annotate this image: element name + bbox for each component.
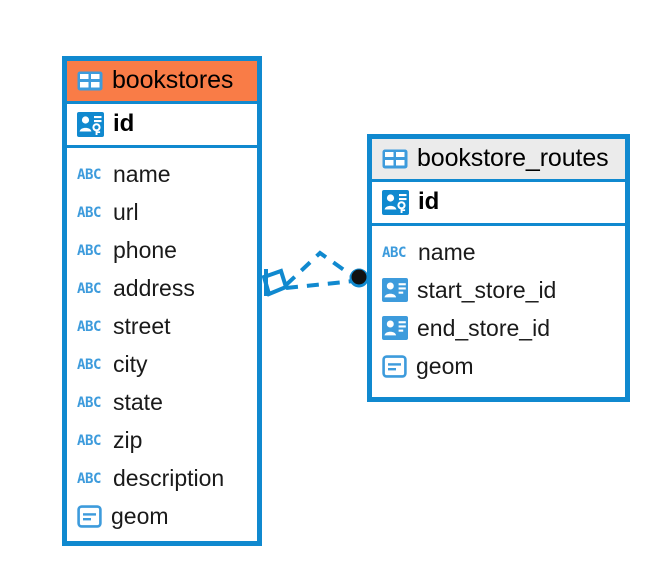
text-type-icon: ABC (77, 433, 101, 448)
svg-text:ABC: ABC (77, 319, 101, 334)
svg-text:ABC: ABC (77, 243, 101, 258)
attribute-label: name (113, 160, 171, 187)
text-type-icon: ABC (77, 167, 101, 182)
foreign-key-icon (382, 316, 408, 340)
attribute-row[interactable]: ABC street (77, 307, 247, 345)
geometry-type-icon (382, 354, 407, 378)
entity-title: bookstore_routes (417, 144, 609, 172)
entity-title: bookstores (112, 66, 234, 94)
svg-text:ABC: ABC (77, 395, 101, 410)
svg-text:ABC: ABC (77, 167, 101, 182)
attribute-label: geom (111, 502, 169, 529)
relationship-line-lower (285, 279, 355, 290)
text-type-icon: ABC (382, 245, 406, 260)
attribute-label: start_store_id (417, 276, 557, 303)
attribute-row[interactable]: ABC address (77, 269, 247, 307)
entity-bookstore-routes[interactable]: bookstore_routes id ABC name start_store_i… (367, 134, 630, 402)
filled-circle-marker (349, 268, 369, 288)
svg-text:ABC: ABC (77, 433, 101, 448)
attribute-label: city (113, 350, 148, 377)
primary-key-icon (382, 189, 409, 215)
text-type-icon: ABC (77, 243, 101, 258)
attribute-row[interactable]: ABC description (77, 459, 247, 497)
attribute-row[interactable]: end_store_id (382, 309, 615, 347)
svg-text:ABC: ABC (77, 471, 101, 486)
table-icon (382, 149, 408, 168)
svg-text:ABC: ABC (382, 245, 406, 260)
primary-key-row[interactable]: id (372, 182, 625, 226)
attribute-row[interactable]: ABC state (77, 383, 247, 421)
text-type-icon: ABC (77, 319, 101, 334)
attribute-label: url (113, 198, 139, 225)
primary-key-row[interactable]: id (67, 104, 257, 148)
attribute-row[interactable]: ABC phone (77, 231, 247, 269)
svg-text:ABC: ABC (77, 357, 101, 372)
attribute-row[interactable]: ABC zip (77, 421, 247, 459)
text-type-icon: ABC (77, 205, 101, 220)
attribute-row[interactable]: ABC city (77, 345, 247, 383)
crows-foot-diamond-marker (261, 268, 289, 297)
attribute-label: phone (113, 236, 177, 263)
primary-key-icon (77, 111, 104, 137)
table-icon (77, 71, 103, 90)
svg-text:ABC: ABC (77, 205, 101, 220)
entity-header-bookstores[interactable]: bookstores (67, 61, 257, 104)
attribute-label: description (113, 464, 225, 491)
primary-key-label: id (113, 110, 135, 137)
attribute-row[interactable]: ABC name (77, 155, 247, 193)
attribute-row[interactable]: ABC name (382, 233, 615, 271)
attribute-label: address (113, 274, 195, 301)
svg-text:ABC: ABC (77, 281, 101, 296)
attribute-row[interactable]: geom (77, 497, 247, 535)
attribute-row[interactable]: ABC url (77, 193, 247, 231)
attribute-label: zip (113, 426, 143, 453)
attribute-label: end_store_id (417, 314, 550, 341)
foreign-key-icon (382, 278, 408, 302)
text-type-icon: ABC (77, 357, 101, 372)
entity-header-bookstore-routes[interactable]: bookstore_routes (372, 139, 625, 182)
primary-key-label: id (418, 188, 440, 215)
attribute-row[interactable]: start_store_id (382, 271, 615, 309)
text-type-icon: ABC (77, 471, 101, 486)
relationship-line-upper (284, 250, 356, 287)
attribute-label: geom (416, 352, 474, 379)
text-type-icon: ABC (77, 395, 101, 410)
attribute-label: state (113, 388, 163, 415)
attribute-label: street (113, 312, 171, 339)
attribute-label: name (418, 238, 476, 265)
geometry-type-icon (77, 504, 102, 528)
text-type-icon: ABC (77, 281, 101, 296)
attribute-row[interactable]: geom (382, 347, 615, 385)
